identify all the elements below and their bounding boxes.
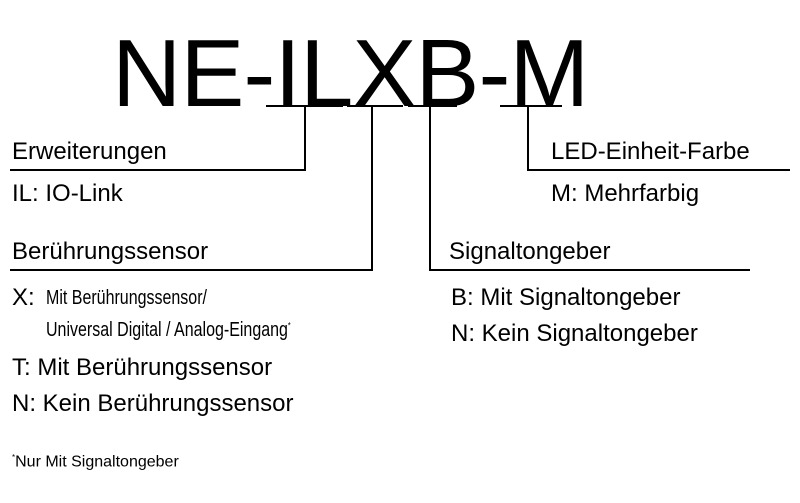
sensor-option-x-line1: Mit Berührungssensor/ bbox=[46, 287, 207, 309]
sensor-heading: Berührungssensor bbox=[12, 238, 209, 265]
sensor-option-x-mark: * bbox=[287, 320, 291, 331]
connector-sensor bbox=[10, 106, 373, 271]
connector-signal bbox=[429, 106, 750, 271]
footnote-text: Nur Mit Signaltongeber bbox=[15, 453, 179, 471]
sensor-option-n: N: Kein Berührungssensor bbox=[12, 390, 294, 417]
sensor-option-t: T: Mit Berührungssensor bbox=[12, 354, 273, 381]
led-option-m: M: Mehrfarbig bbox=[551, 180, 700, 207]
footnote-mark: * bbox=[12, 453, 16, 462]
erweiterungen-option-il: IL: IO-Link bbox=[12, 180, 123, 207]
signal-option-n: N: Kein Signaltongeber bbox=[451, 320, 698, 347]
connector-erweiterungen bbox=[10, 106, 306, 171]
sensor-option-x-line2: Universal Digital / Analog-Eingang* bbox=[46, 320, 291, 340]
signal-option-b: B: Mit Signaltongeber bbox=[451, 284, 681, 311]
model-code: NE-ILXB-M bbox=[112, 26, 589, 122]
sensor-option-x-key: X: bbox=[12, 284, 35, 311]
erweiterungen-heading: Erweiterungen bbox=[12, 138, 167, 165]
connector-led bbox=[527, 106, 790, 171]
footnote: *Nur Mit Signaltongeber bbox=[12, 454, 179, 470]
code-prefix: NE- bbox=[112, 20, 275, 127]
led-heading: LED-Einheit-Farbe bbox=[551, 138, 750, 165]
signal-heading: Signaltongeber bbox=[449, 238, 611, 265]
sensor-option-x-line2-text: Universal Digital / Analog-Eingang bbox=[46, 319, 288, 341]
